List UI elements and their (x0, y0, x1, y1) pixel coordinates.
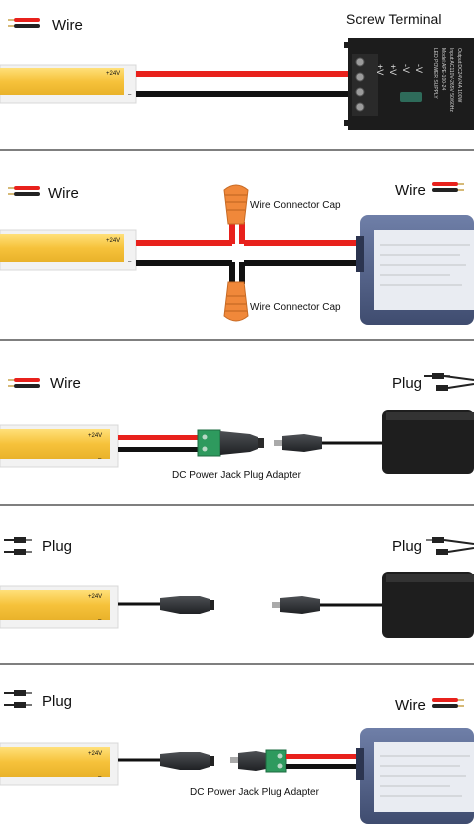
plug-icon (426, 537, 474, 555)
black-wire (244, 260, 362, 266)
plug-icon (4, 537, 32, 555)
svg-text:+V: +V (375, 64, 385, 75)
strip-voltage-label: +24V (88, 751, 102, 757)
svg-text:-V: -V (401, 64, 411, 73)
right-label: Wire (395, 697, 426, 714)
black-wire (239, 262, 245, 284)
led-strip: +24V – (0, 743, 118, 785)
strip-voltage-label: +24V (106, 238, 120, 244)
adapter-label: DC Power Jack Plug Adapter (172, 470, 302, 481)
power-supply (356, 215, 474, 325)
svg-text:Model:APE-100-24: Model:APE-100-24 (440, 48, 446, 90)
dc-jack-adapter (198, 430, 264, 456)
plug-icon (424, 373, 474, 391)
right-label: Plug (392, 375, 422, 392)
dc-plug (272, 596, 384, 614)
connector-cap-label-bottom: Wire Connector Cap (250, 302, 341, 313)
wire-icon (432, 698, 464, 708)
left-label: Wire (52, 17, 83, 34)
svg-text:+V: +V (388, 64, 398, 75)
wire-connector-cap-bottom (224, 282, 248, 321)
right-label: Wire (395, 182, 426, 199)
black-wire (118, 447, 198, 452)
adapter-label: DC Power Jack Plug Adapter (190, 787, 320, 798)
wire-icon (432, 182, 464, 192)
plug-icon (4, 690, 32, 708)
dc-male-adapter (230, 750, 286, 772)
led-strip: +24V – (0, 586, 118, 628)
left-label: Wire (48, 185, 79, 202)
red-wire (244, 240, 362, 246)
panel-1: Wire Screw Terminal +24V – +V +V (0, 11, 474, 130)
svg-text:LED POWER SUPPLY: LED POWER SUPPLY (432, 48, 438, 99)
wire-connector-cap-top (224, 185, 248, 224)
right-label: Screw Terminal (346, 11, 441, 27)
panel-5: Plug Wire +24V – DC Power Jack Plug Ada (0, 690, 474, 824)
power-adapter (382, 572, 474, 638)
red-wire (136, 71, 351, 77)
svg-text:Output:DC24V/4A 100W: Output:DC24V/4A 100W (456, 48, 462, 102)
power-adapter (382, 410, 474, 474)
red-wire (286, 754, 362, 759)
panel-3: Wire Plug +24V – DC Power Jack Plug Adap… (0, 373, 474, 481)
black-wire (136, 91, 351, 97)
dc-jack-cable (118, 752, 214, 770)
red-wire (229, 222, 235, 244)
dc-plug (274, 434, 384, 452)
panel-2: Wire Wire +24V – Wire Connector Cap (0, 182, 474, 325)
strip-voltage-label: +24V (88, 594, 102, 600)
svg-text:Input:AC110V-265V 50/60Hz: Input:AC110V-265V 50/60Hz (448, 48, 454, 112)
svg-text:-V: -V (414, 64, 424, 73)
power-supply (356, 728, 474, 824)
red-wire (239, 222, 245, 244)
led-strip: +24V – (0, 65, 136, 103)
left-label: Plug (42, 693, 72, 710)
wire-icon (8, 18, 40, 28)
panel-4: Plug Plug +24V – (0, 537, 474, 638)
black-wire (136, 260, 232, 266)
left-label: Plug (42, 538, 72, 555)
power-supply-screw-terminal: +V +V -V -V LED POWER SUPPLY Model:APE-1… (344, 38, 474, 130)
strip-voltage-label: +24V (106, 71, 120, 77)
led-strip: +24V – (0, 425, 118, 467)
strip-voltage-label: +24V (88, 433, 102, 439)
left-label: Wire (50, 375, 81, 392)
wire-icon (8, 378, 40, 388)
red-wire (136, 240, 232, 246)
connector-cap-label-top: Wire Connector Cap (250, 200, 341, 211)
dc-jack-cable (118, 596, 214, 614)
red-wire (118, 435, 198, 440)
black-wire (229, 262, 235, 284)
led-strip: +24V – (0, 230, 136, 270)
wire-icon (8, 186, 40, 196)
black-wire (286, 764, 362, 769)
right-label: Plug (392, 538, 422, 555)
